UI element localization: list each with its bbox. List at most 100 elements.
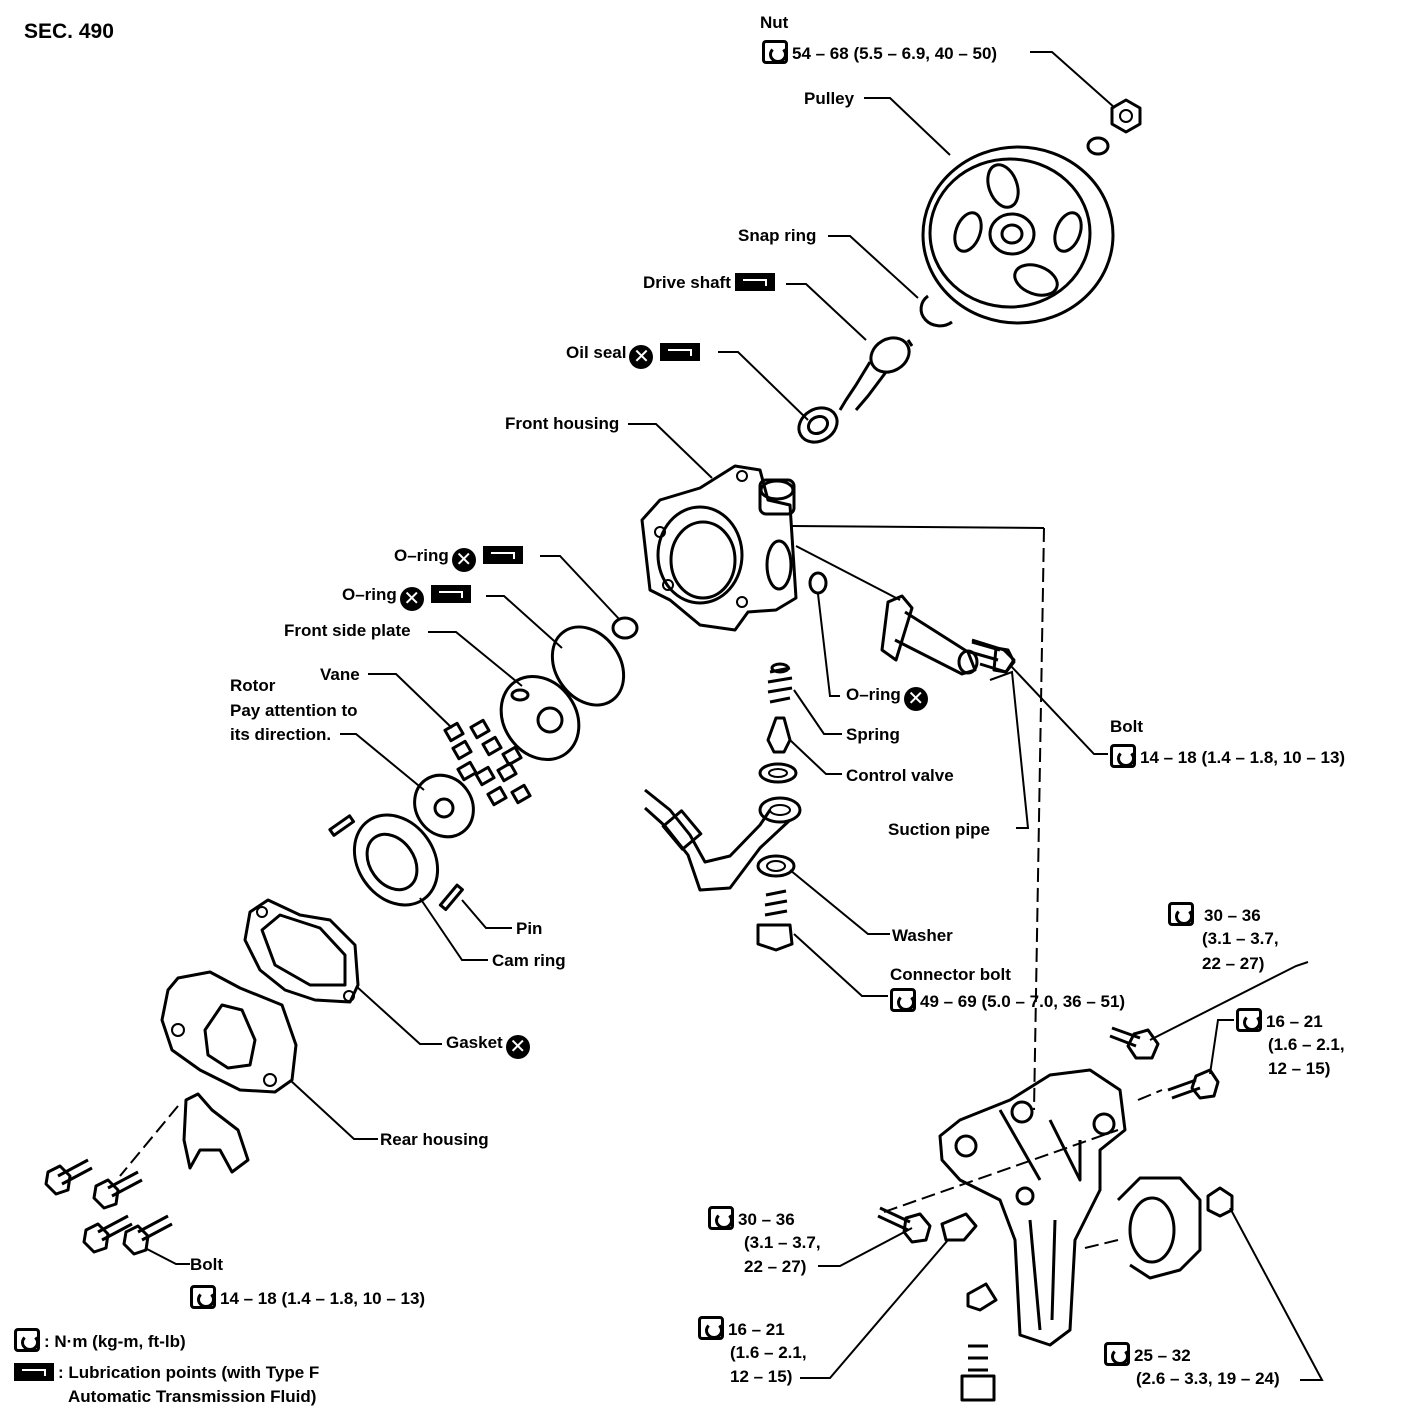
- torque-wrench-icon: [1236, 1008, 1262, 1032]
- label-bracket-torque-5: 25 – 32: [1104, 1342, 1191, 1366]
- lubrication-icon: [430, 585, 471, 603]
- label-connector-bolt: Connector bolt: [890, 965, 1011, 984]
- bracket-torque-2-c: 12 – 15): [1268, 1059, 1331, 1078]
- lubrication-icon: [14, 1363, 54, 1381]
- replace-part-icon: ✕: [451, 548, 476, 572]
- front-side-plate-part: [499, 674, 581, 762]
- label-pulley: Pulley: [804, 89, 855, 108]
- pulley-part: [921, 145, 1115, 325]
- torque-wrench-icon: [698, 1316, 724, 1340]
- legend-lube: : Lubrication points (with Type F: [14, 1362, 319, 1383]
- replace-part-icon: ✕: [903, 687, 928, 711]
- label-bracket-torque-3: 30 – 36: [708, 1206, 795, 1230]
- label-control-valve: Control valve: [846, 766, 954, 785]
- torque-wrench-icon: [14, 1328, 40, 1352]
- label-connector-bolt-torque: 49 – 69 (5.0 – 7.0, 36 – 51): [890, 988, 1125, 1012]
- lubrication-icon: [660, 343, 701, 361]
- o-ring-suction: [808, 571, 828, 595]
- bracket-torque-1-a: 30 – 36: [1204, 906, 1261, 925]
- bracket-torque-2-b: (1.6 – 2.1,: [1268, 1035, 1345, 1054]
- bracket-torque-5-b: (2.6 – 3.3, 19 – 24): [1136, 1369, 1280, 1388]
- torque-wrench-icon: [1104, 1342, 1130, 1366]
- legend-lube-text-2: Automatic Transmission Fluid): [68, 1387, 317, 1406]
- label-bracket-torque-4: 16 – 21: [698, 1316, 785, 1340]
- snap-ring-part: [919, 294, 953, 328]
- oil-seal-text: Oil seal: [566, 343, 627, 362]
- vanes-part: [443, 718, 532, 807]
- lubrication-icon: [734, 273, 775, 291]
- bracket-torque-4-a: 16 – 21: [728, 1320, 785, 1339]
- spring-part: [767, 662, 793, 704]
- label-gasket: Gasket✕: [446, 1032, 533, 1059]
- torque-wrench-icon: [190, 1285, 216, 1309]
- label-oil-seal: Oil seal✕: [566, 342, 704, 369]
- legend-lube-text-1: : Lubrication points (with Type F: [58, 1363, 320, 1382]
- drive-shaft-text: Drive shaft: [643, 273, 731, 292]
- cam-ring-part: [352, 813, 440, 907]
- rotor-part: [413, 773, 475, 839]
- nut-torque-value: 54 – 68 (5.5 – 6.9, 40 – 50): [792, 44, 998, 63]
- label-drive-shaft: Drive shaft: [643, 272, 779, 293]
- bracket-assembly: [938, 1068, 1234, 1347]
- o-ring-1-text: O–ring: [394, 546, 449, 565]
- pin-right: [438, 883, 464, 912]
- replace-part-icon: ✕: [399, 587, 424, 611]
- bracket-torque-5-a: 25 – 32: [1134, 1346, 1191, 1365]
- label-snap-ring: Snap ring: [738, 226, 817, 245]
- bolts-bottom-left: [44, 1158, 173, 1256]
- label-o-ring-2: O–ring✕: [342, 584, 475, 611]
- label-o-ring-3: O–ring✕: [846, 684, 931, 711]
- label-cam-ring: Cam ring: [492, 951, 566, 970]
- label-bolt-top: Bolt: [1110, 717, 1144, 736]
- control-valve-part: [758, 716, 798, 784]
- o-ring-2-text: O–ring: [342, 585, 397, 604]
- label-rotor-note-2: its direction.: [230, 725, 332, 744]
- label-bolt-top-torque: 14 – 18 (1.4 – 1.8, 10 – 13): [1110, 744, 1345, 768]
- bracket-torque-3-c: 22 – 27): [744, 1257, 807, 1276]
- label-nut-torque: 54 – 68 (5.5 – 6.9, 40 – 50): [762, 40, 997, 64]
- label-rotor-note-1: Pay attention to: [230, 701, 358, 720]
- bracket-torque-4-b: (1.6 – 2.1,: [730, 1343, 807, 1362]
- connector-bolt-torque-value: 49 – 69 (5.0 – 7.0, 36 – 51): [920, 992, 1126, 1011]
- replace-part-icon: ✕: [505, 1035, 530, 1059]
- label-vane: Vane: [320, 665, 360, 684]
- leader-lines: [144, 51, 1324, 1381]
- bolt-top-torque-value: 14 – 18 (1.4 – 1.8, 10 – 13): [1140, 748, 1346, 767]
- o-ring-3-text: O–ring: [846, 685, 901, 704]
- rear-housing-part: [119, 970, 298, 1177]
- label-bolt-bottom: Bolt: [190, 1255, 224, 1274]
- legend-torque: : N·m (kg-m, ft-lb): [14, 1328, 186, 1352]
- front-housing-part: [640, 464, 798, 632]
- label-suction-pipe: Suction pipe: [888, 820, 990, 839]
- torque-wrench-icon: [890, 988, 916, 1012]
- legend-torque-text: : N·m (kg-m, ft-lb): [44, 1332, 186, 1351]
- label-rear-housing: Rear housing: [380, 1130, 489, 1149]
- torque-wrench-icon: [762, 40, 788, 64]
- o-ring-small: [611, 616, 639, 640]
- label-spring: Spring: [846, 725, 900, 744]
- connector-bolt-part: [756, 889, 794, 952]
- bracket-torque-3-a: 30 – 36: [738, 1210, 795, 1229]
- nut-part: [1086, 98, 1142, 156]
- label-bolt-bottom-torque: 14 – 18 (1.4 – 1.8, 10 – 13): [190, 1285, 425, 1309]
- label-o-ring-1: O–ring✕: [394, 545, 527, 572]
- section-title: SEC. 490: [24, 20, 114, 43]
- label-washer: Washer: [892, 926, 953, 945]
- o-ring-large: [550, 625, 626, 707]
- label-rotor: Rotor: [230, 676, 276, 695]
- bracket-torque-2-a: 16 – 21: [1266, 1012, 1323, 1031]
- bracket-torque-1-b: (3.1 – 3.7,: [1202, 929, 1279, 948]
- label-bracket-torque-2: 16 – 21: [1236, 1008, 1323, 1032]
- torque-wrench-icon: [1110, 744, 1136, 768]
- drive-shaft-part: [838, 336, 914, 411]
- gasket-text: Gasket: [446, 1033, 503, 1052]
- oil-seal-part: [797, 406, 839, 444]
- hose-connector-part: [643, 788, 802, 892]
- label-pin: Pin: [516, 919, 543, 938]
- lubrication-icon: [482, 546, 523, 564]
- bolt-suction-part: [969, 640, 1016, 674]
- torque-wrench-icon: [1168, 902, 1194, 926]
- label-front-housing: Front housing: [505, 414, 620, 433]
